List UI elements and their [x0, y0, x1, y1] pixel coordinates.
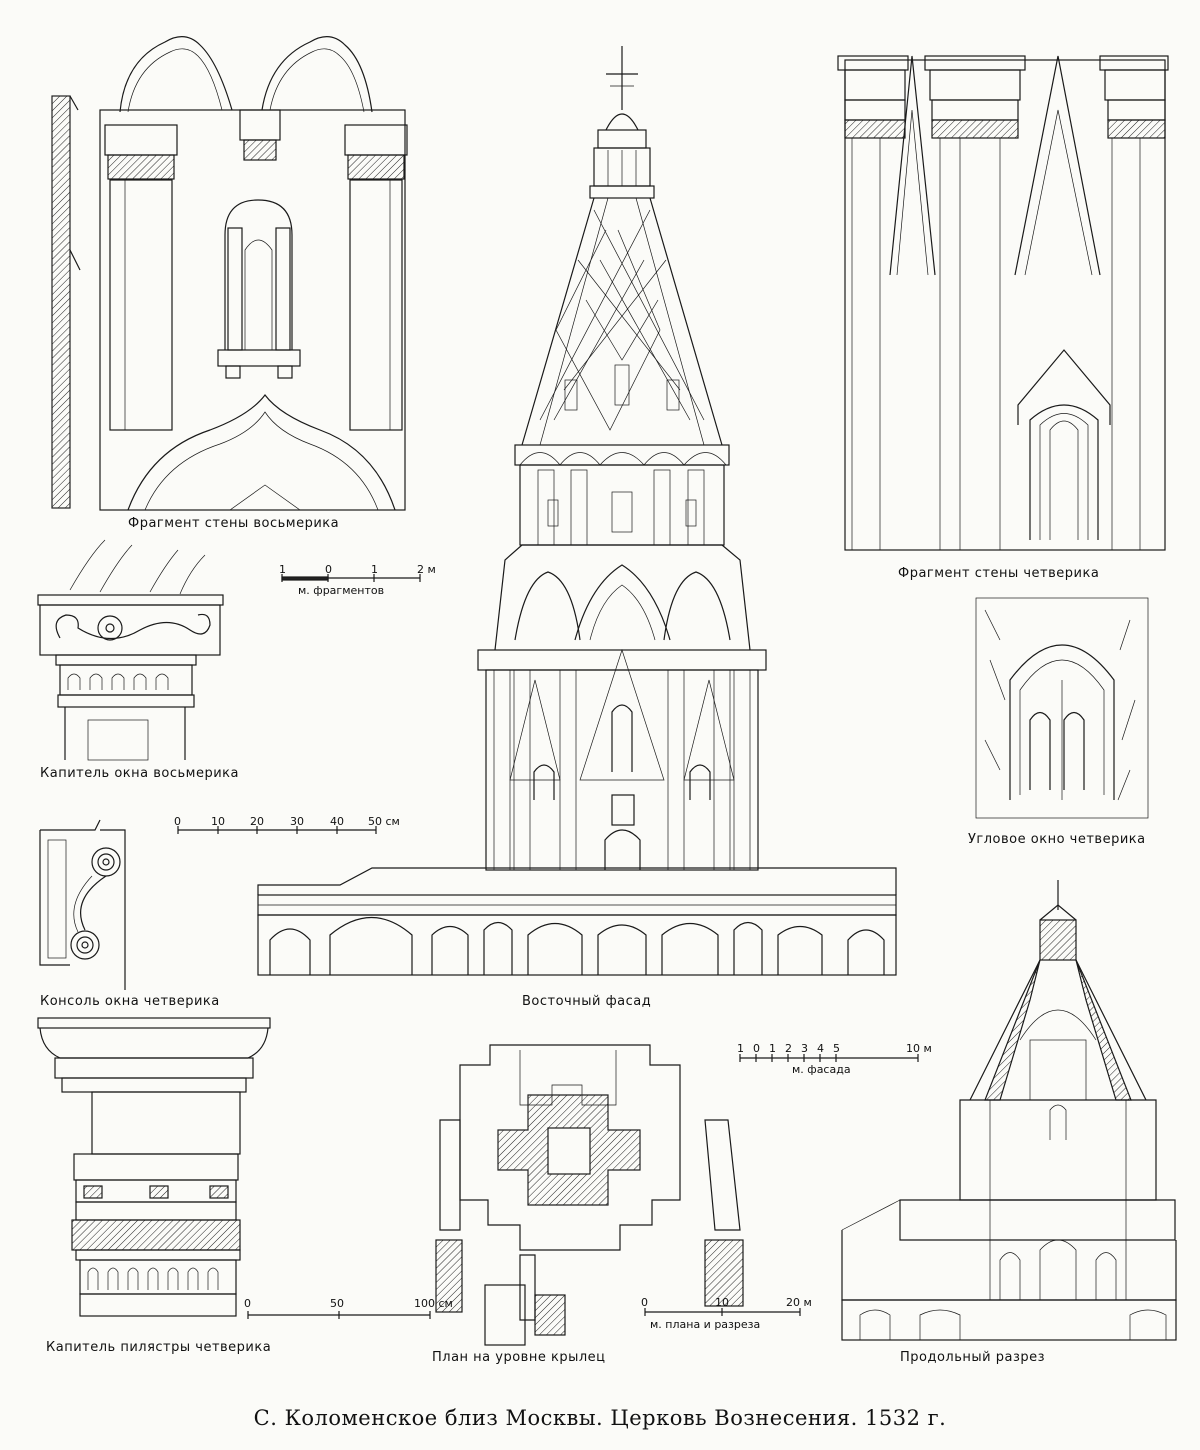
scale-tick: 10	[715, 1296, 729, 1309]
scale-tick: 1	[371, 563, 378, 576]
scale-tick: 20	[250, 815, 264, 828]
scale-bar-plan-section	[644, 1308, 801, 1316]
scale-tick: 20 м	[786, 1296, 812, 1309]
corner-window-drawing	[975, 597, 1149, 819]
plan-drawing	[435, 1044, 744, 1346]
label-octagon-window-capital: Капитель окна восьмерика	[40, 766, 239, 781]
scale-tick: 10	[211, 815, 225, 828]
label-pilaster-capital: Капитель пилястры четверика	[46, 1340, 272, 1355]
scale-tick: 2	[785, 1042, 792, 1055]
quad-window-console-drawing	[39, 819, 126, 990]
scale-caption: м. плана и разреза	[650, 1318, 761, 1331]
scale-bar-100cm	[247, 1311, 431, 1319]
quad-pilaster-capital-drawing	[37, 1017, 271, 1317]
scale-tick: 1	[769, 1042, 776, 1055]
section-drawing	[841, 880, 1177, 1341]
scale-bar-fragments	[281, 574, 421, 582]
scale-tick: 5	[833, 1042, 840, 1055]
scale-tick: 0	[244, 1297, 251, 1310]
scale-tick: 50	[330, 1297, 344, 1310]
scale-tick: 10 м	[906, 1042, 932, 1055]
scale-bar-50cm	[177, 826, 377, 834]
scale-caption: м. фасада	[792, 1063, 851, 1076]
scale-tick: 0	[753, 1042, 760, 1055]
label-octagon-wall: Фрагмент стены восьмерика	[128, 516, 340, 531]
label-section: Продольный разрез	[900, 1350, 1046, 1365]
label-east-facade: Восточный фасад	[522, 994, 652, 1009]
octagon-wall-drawing	[51, 36, 408, 511]
scale-tick: 2 м	[417, 563, 436, 576]
octagon-window-capital-drawing	[37, 539, 224, 761]
scale-tick: 4	[817, 1042, 824, 1055]
scale-tick: 0	[641, 1296, 648, 1309]
scale-tick: 30	[290, 815, 304, 828]
label-corner-window: Угловое окно четверика	[968, 832, 1146, 847]
label-quad-window-console: Консоль окна четверика	[40, 994, 220, 1009]
scale-tick: 100 см	[414, 1297, 453, 1310]
quad-wall-drawing	[837, 55, 1169, 551]
scale-tick: 0	[325, 563, 332, 576]
scale-caption: м. фрагментов	[298, 584, 385, 597]
scale-tick: 3	[801, 1042, 808, 1055]
scale-tick: 50 см	[368, 815, 400, 828]
tower-elevation-drawing	[257, 46, 897, 976]
scale-tick: 1	[737, 1042, 744, 1055]
scale-bar-facade	[739, 1054, 919, 1062]
scale-tick: 1	[279, 563, 286, 576]
scale-tick: 0	[174, 815, 181, 828]
label-quad-wall: Фрагмент стены четверика	[898, 566, 1100, 581]
sheet-title: С. Коломенское близ Москвы. Церковь Возн…	[253, 1406, 947, 1430]
scale-tick: 40	[330, 815, 344, 828]
label-plan: План на уровне крылец	[432, 1350, 606, 1365]
